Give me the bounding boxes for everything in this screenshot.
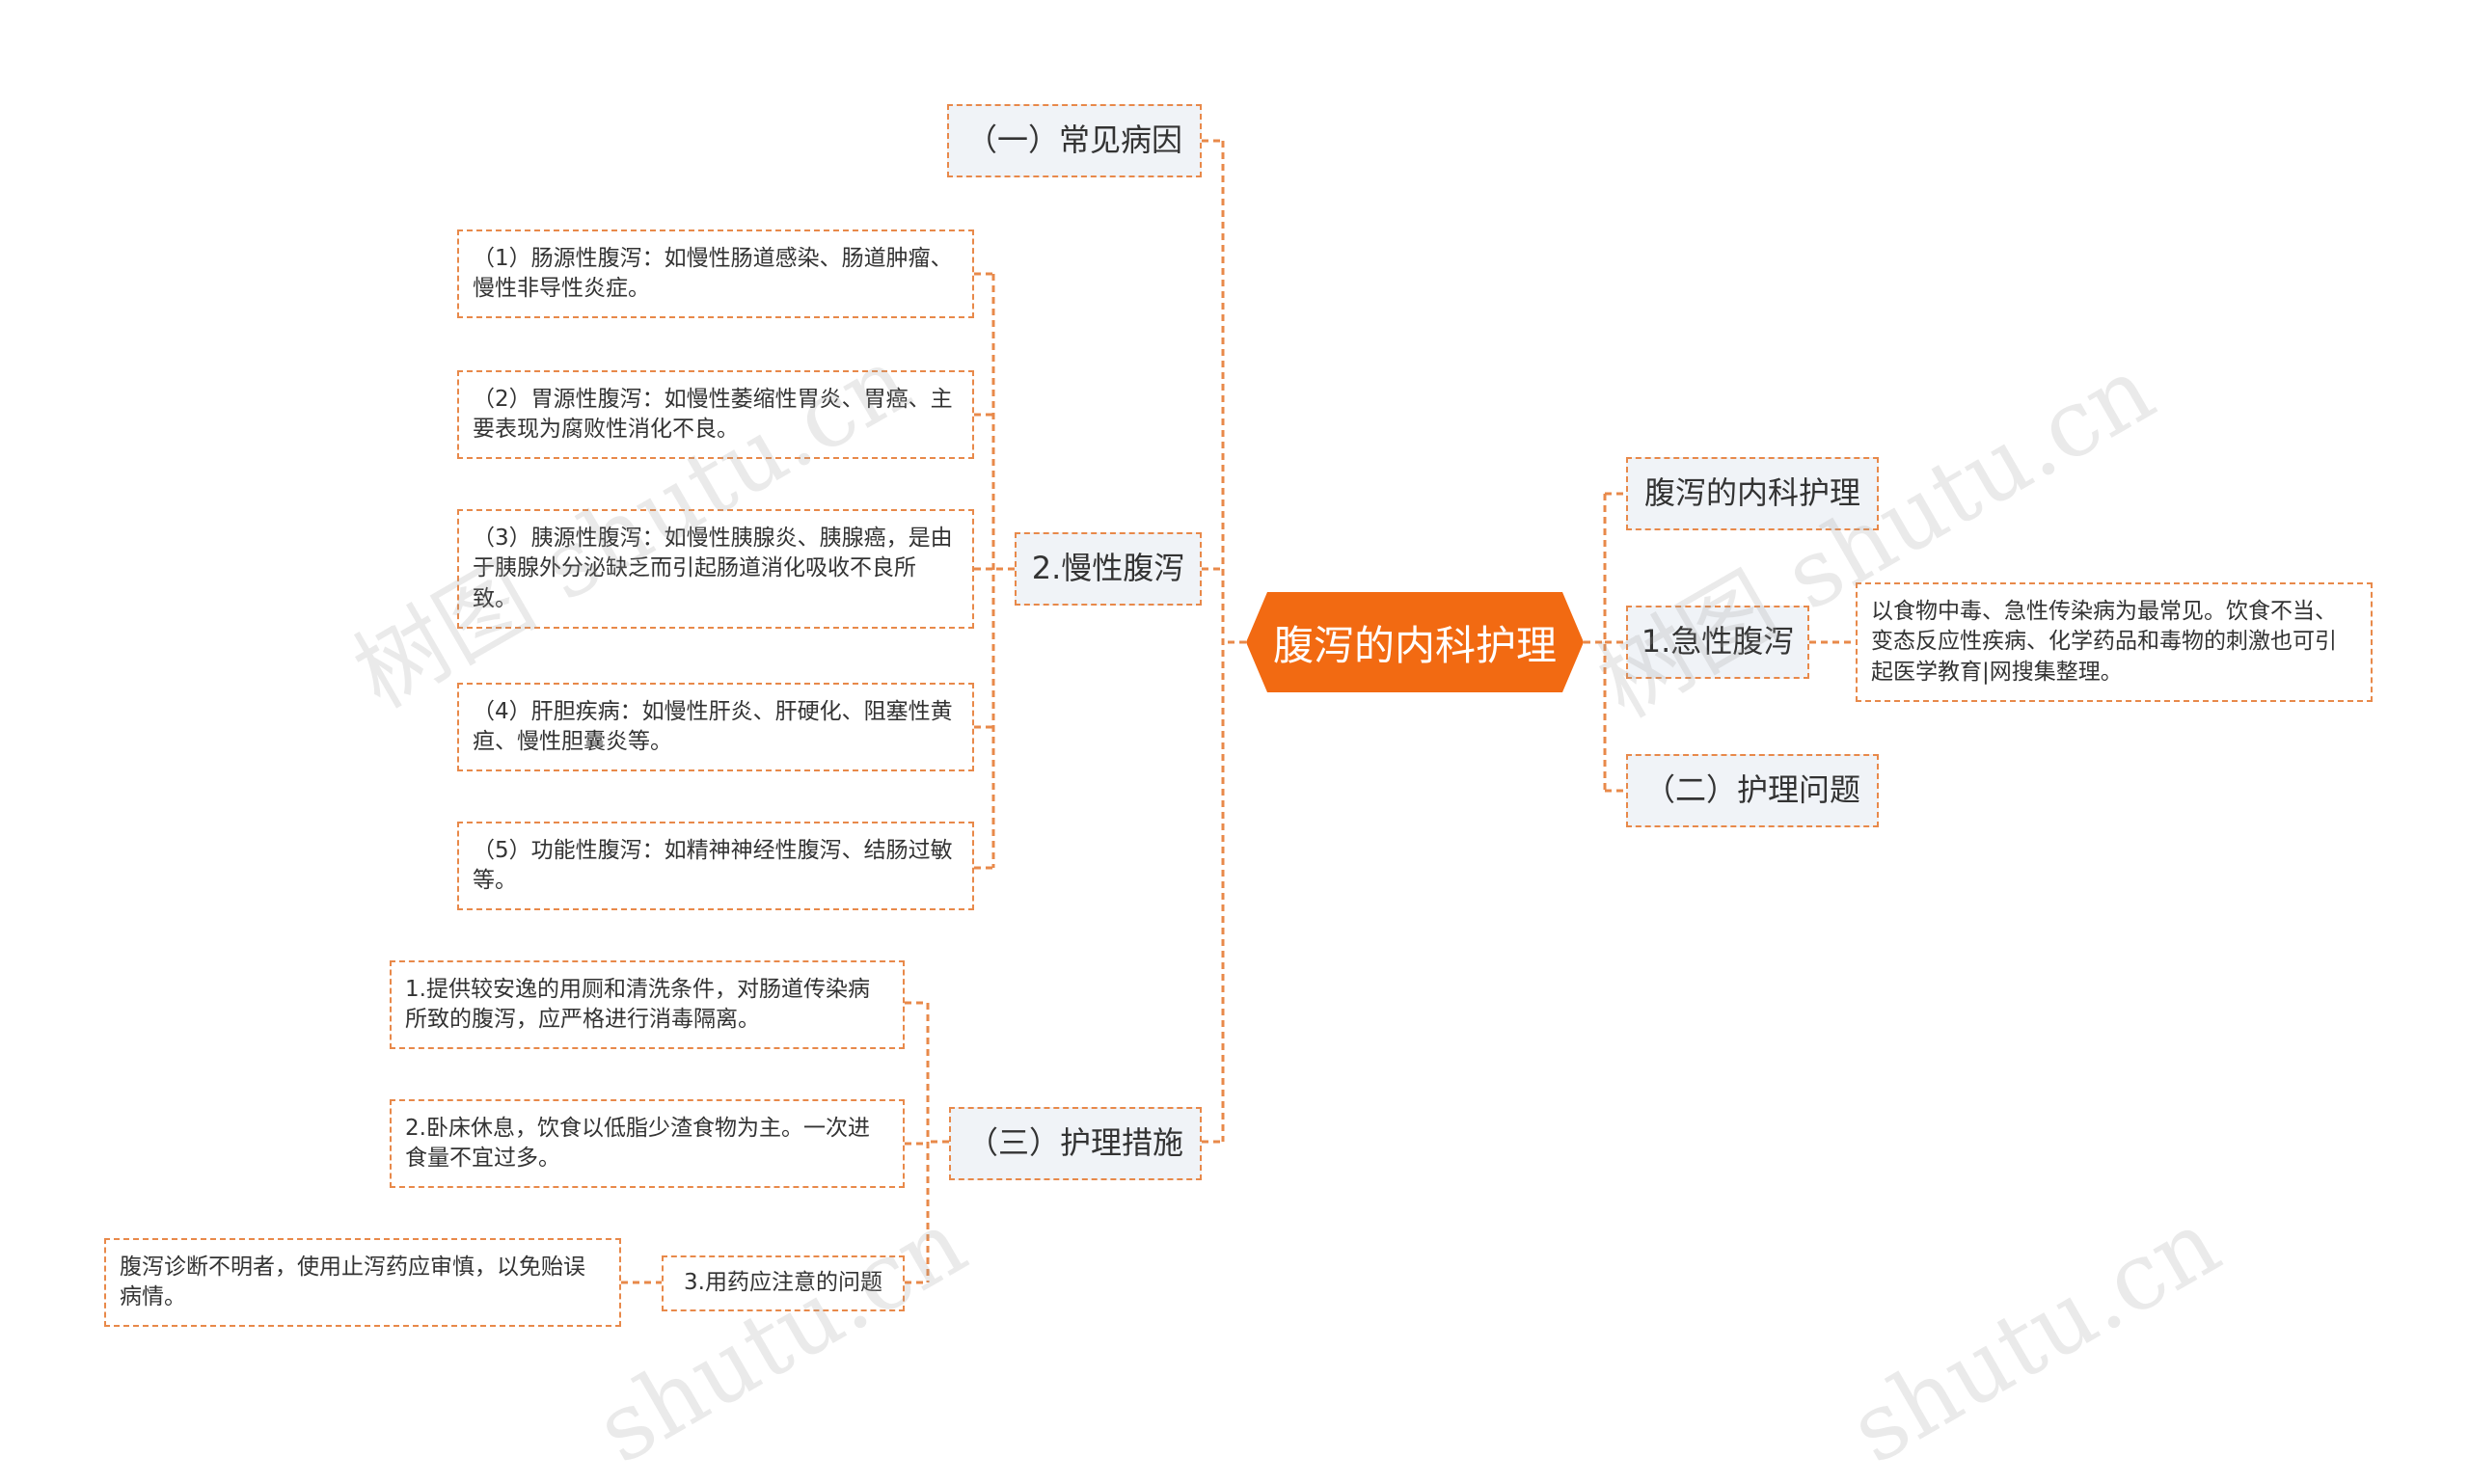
chronic-item-1[interactable]: （1）肠源性腹泻：如慢性肠道感染、肠道肿瘤、慢性非导性炎症。 [457, 229, 974, 318]
node-common-causes[interactable]: （一）常见病因 [947, 104, 1202, 177]
node-title-copy[interactable]: 腹泻的内科护理 [1626, 457, 1879, 530]
node-acute-diarrhea[interactable]: 1.急性腹泻 [1626, 606, 1809, 679]
root-node[interactable]: 腹泻的内科护理 [1246, 592, 1584, 692]
node-nursing-measures[interactable]: （三）护理措施 [949, 1107, 1202, 1180]
chronic-item-5[interactable]: （5）功能性腹泻：如精神神经性腹泻、结肠过敏等。 [457, 822, 974, 910]
node-nursing-problems[interactable]: （二）护理问题 [1626, 754, 1879, 827]
node-chronic-diarrhea[interactable]: 2.慢性腹泻 [1015, 532, 1202, 606]
measure-item-2[interactable]: 2.卧床休息，饮食以低脂少渣食物为主。一次进食量不宜过多。 [390, 1099, 905, 1188]
chronic-item-2[interactable]: （2）胃源性腹泻：如慢性萎缩性胃炎、胃癌、主要表现为腐败性消化不良。 [457, 370, 974, 459]
acute-detail[interactable]: 以食物中毒、急性传染病为最常见。饮食不当、变态反应性疾病、化学药品和毒物的刺激也… [1856, 582, 2373, 702]
chronic-item-4[interactable]: （4）肝胆疾病：如慢性肝炎、肝硬化、阻塞性黄疸、慢性胆囊炎等。 [457, 683, 974, 771]
connector-lines [621, 139, 1856, 1284]
drug-detail[interactable]: 腹泻诊断不明者，使用止泻药应审慎，以免贻误病情。 [104, 1238, 621, 1327]
mind-map-canvas: 腹泻的内科护理 （一）常见病因 2.慢性腹泻 （1）肠源性腹泻：如慢性肠道感染、… [104, 104, 2373, 1484]
measure-item-3[interactable]: 3.用药应注意的问题 [662, 1255, 905, 1311]
measure-item-1[interactable]: 1.提供较安逸的用厕和清洗条件，对肠道传染病所致的腹泻，应严格进行消毒隔离。 [390, 960, 905, 1049]
chronic-item-3[interactable]: （3）胰源性腹泻：如慢性胰腺炎、胰腺癌，是由于胰腺外分泌缺乏而引起肠道消化吸收不… [457, 509, 974, 629]
